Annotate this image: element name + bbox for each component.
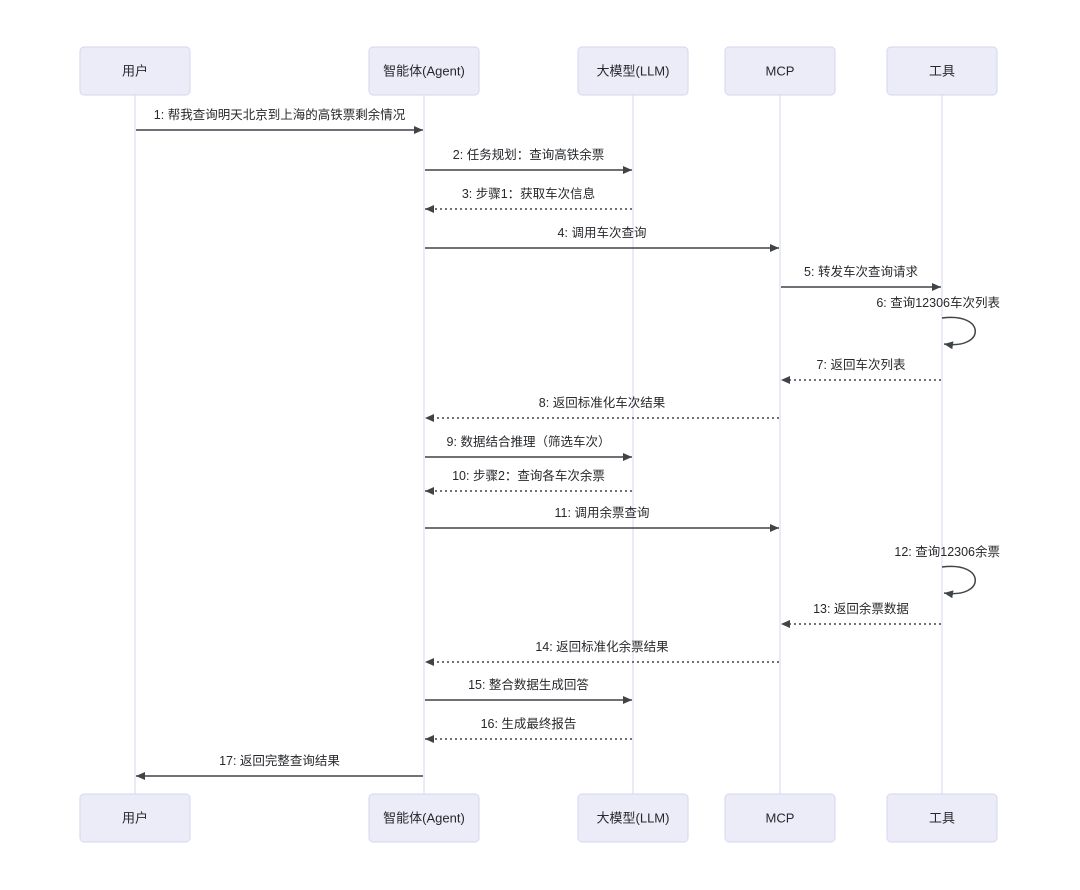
participant-agent-bottom[interactable]: 智能体(Agent) xyxy=(368,793,480,843)
participant-llm-top[interactable]: 大模型(LLM) xyxy=(577,46,689,96)
message-label: 4: 调用车次查询 xyxy=(558,225,647,240)
message-13[interactable]: 13: 返回余票数据 xyxy=(781,601,941,628)
message-label: 12: 查询12306余票 xyxy=(894,544,1000,559)
message-17[interactable]: 17: 返回完整查询结果 xyxy=(136,753,423,780)
message-16[interactable]: 16: 生成最终报告 xyxy=(425,716,632,743)
message-label: 3: 步骤1：获取车次信息 xyxy=(462,186,595,201)
participant-box xyxy=(886,793,998,843)
message-14[interactable]: 14: 返回标准化余票结果 xyxy=(425,639,779,666)
message-2[interactable]: 2: 任务规划：查询高铁余票 xyxy=(425,147,632,174)
participant-box xyxy=(886,46,998,96)
message-label: 17: 返回完整查询结果 xyxy=(219,753,340,768)
participant-label: MCP xyxy=(766,810,795,825)
messages-layer: 1: 帮我查询明天北京到上海的高铁票剩余情况 2: 任务规划：查询高铁余票 3: 步… xyxy=(136,107,1000,780)
participant-label: 智能体(Agent) xyxy=(383,63,465,78)
message-3[interactable]: 3: 步骤1：获取车次信息 xyxy=(425,186,632,213)
message-5[interactable]: 5: 转发车次查询请求 xyxy=(781,264,941,291)
participant-boxes-bottom: 用户 智能体(Agent) 大模型(LLM) MCP 工具 xyxy=(79,793,998,843)
message-label: 1: 帮我查询明天北京到上海的高铁票剩余情况 xyxy=(154,107,406,122)
message-9[interactable]: 9: 数据结合推理（筛选车次） xyxy=(425,434,632,461)
participant-user-top[interactable]: 用户 xyxy=(79,46,191,96)
message-15[interactable]: 15: 整合数据生成回答 xyxy=(425,677,632,704)
message-label: 8: 返回标准化车次结果 xyxy=(539,395,666,410)
message-selfloop-arc xyxy=(941,316,976,350)
participant-llm-bottom[interactable]: 大模型(LLM) xyxy=(577,793,689,843)
participant-label: 工具 xyxy=(929,63,955,78)
participant-mcp-top[interactable]: MCP xyxy=(724,46,836,96)
message-6[interactable]: 6: 查询12306车次列表 xyxy=(876,295,1000,350)
participant-box xyxy=(724,46,836,96)
participant-tool-bottom[interactable]: 工具 xyxy=(886,793,998,843)
lifelines-layer xyxy=(134,95,943,794)
participant-label: 用户 xyxy=(122,810,148,825)
participant-user-bottom[interactable]: 用户 xyxy=(79,793,191,843)
participant-box xyxy=(577,793,689,843)
participant-label: 大模型(LLM) xyxy=(597,63,670,78)
message-4[interactable]: 4: 调用车次查询 xyxy=(425,225,779,252)
participant-tool-top[interactable]: 工具 xyxy=(886,46,998,96)
participant-label: 大模型(LLM) xyxy=(597,810,670,825)
message-label: 11: 调用余票查询 xyxy=(555,505,650,520)
message-label: 7: 返回车次列表 xyxy=(817,357,906,372)
message-12[interactable]: 12: 查询12306余票 xyxy=(894,544,1000,599)
participant-boxes-top: 用户 智能体(Agent) 大模型(LLM) MCP 工具 xyxy=(79,46,998,96)
message-label: 13: 返回余票数据 xyxy=(813,601,909,616)
participant-mcp-bottom[interactable]: MCP xyxy=(724,793,836,843)
message-11[interactable]: 11: 调用余票查询 xyxy=(425,505,779,532)
participant-box xyxy=(79,46,191,96)
message-10[interactable]: 10: 步骤2：查询各车次余票 xyxy=(425,468,632,495)
message-7[interactable]: 7: 返回车次列表 xyxy=(781,357,941,384)
message-8[interactable]: 8: 返回标准化车次结果 xyxy=(425,395,779,422)
participant-label: MCP xyxy=(766,63,795,78)
participant-box xyxy=(368,46,480,96)
message-label: 14: 返回标准化余票结果 xyxy=(535,639,669,654)
participant-agent-top[interactable]: 智能体(Agent) xyxy=(368,46,480,96)
participant-box xyxy=(724,793,836,843)
participant-box xyxy=(577,46,689,96)
message-label: 2: 任务规划：查询高铁余票 xyxy=(453,147,604,162)
participant-box xyxy=(79,793,191,843)
message-label: 16: 生成最终报告 xyxy=(481,716,577,731)
message-selfloop-arc xyxy=(941,565,976,599)
message-1[interactable]: 1: 帮我查询明天北京到上海的高铁票剩余情况 xyxy=(136,107,423,134)
message-label: 10: 步骤2：查询各车次余票 xyxy=(452,468,605,483)
message-label: 15: 整合数据生成回答 xyxy=(468,677,589,692)
participant-label: 智能体(Agent) xyxy=(383,810,465,825)
message-label: 9: 数据结合推理（筛选车次） xyxy=(447,434,611,449)
participant-label: 用户 xyxy=(122,63,148,78)
participant-label: 工具 xyxy=(929,810,955,825)
participant-box xyxy=(368,793,480,843)
message-label: 5: 转发车次查询请求 xyxy=(804,264,918,279)
message-label: 6: 查询12306车次列表 xyxy=(876,295,1000,310)
